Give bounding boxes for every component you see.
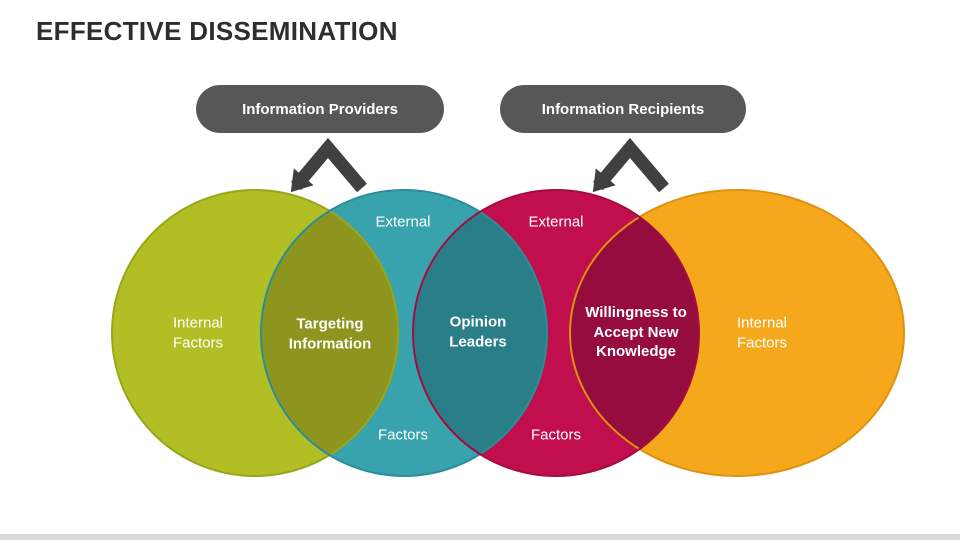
overlap-willingness xyxy=(570,190,699,476)
down-arrow-right xyxy=(592,137,669,193)
label-information-providers: Information Providers xyxy=(196,85,444,133)
overlap-targeting-information xyxy=(261,190,398,476)
circle-outline-green xyxy=(111,189,399,477)
label-information-recipients: Information Recipients xyxy=(500,85,746,133)
slide-title: EFFECTIVE DISSEMINATION xyxy=(36,16,398,46)
slide-bottom-edge xyxy=(0,534,960,540)
circle-outline-teal xyxy=(260,189,548,477)
information-recipients-text: Information Recipients xyxy=(541,100,705,118)
overlap-opinion-leaders xyxy=(413,190,547,476)
circle-outline-red xyxy=(412,189,700,477)
circle-outline-orange xyxy=(569,189,905,477)
down-arrow-left xyxy=(290,137,367,193)
information-providers-text: Information Providers xyxy=(242,100,398,118)
